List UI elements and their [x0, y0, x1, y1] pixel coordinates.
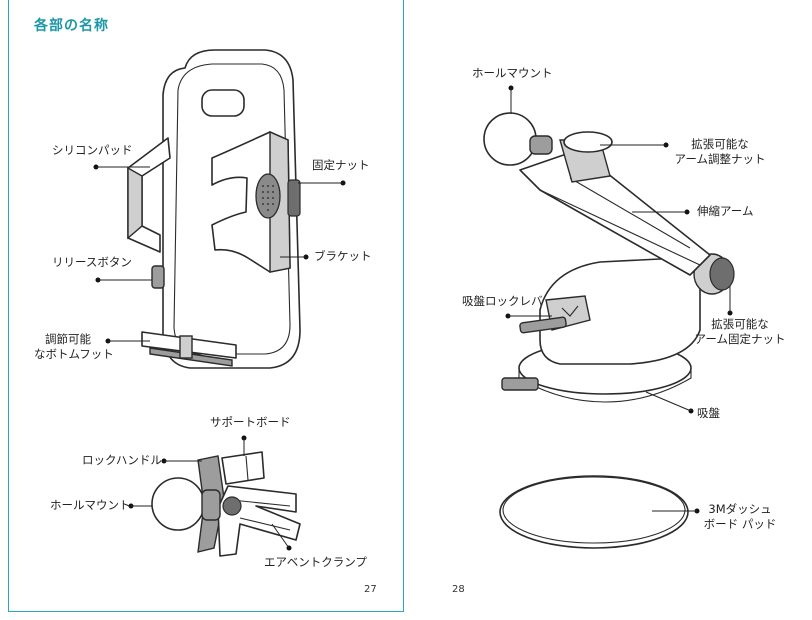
label-support-board: サポートボード [210, 415, 291, 430]
label-silicone-pad: シリコンパッド [52, 143, 133, 158]
label-extendable-arm-adjust-nut-line2: アーム調整ナット [668, 152, 772, 167]
label-lock-handle: ロックハンドル [82, 453, 162, 468]
label-extendable-arm-adjust-nut: 拡張可能な アーム調整ナット [668, 137, 772, 167]
page-number-right: 28 [452, 584, 465, 595]
label-extendable-arm-fixing-nut-line2: アーム固定ナット [688, 332, 792, 347]
label-telescopic-arm: 伸縮アーム [697, 204, 753, 219]
label-adjustable-bottom-foot-line2: なボトムフット [34, 347, 102, 362]
label-ball-mount-right: ホールマウント [472, 66, 553, 81]
label-extendable-arm-adjust-nut-line1: 拡張可能な [668, 137, 772, 152]
phone-holder-illustration [128, 50, 300, 368]
label-extendable-arm-fixing-nut: 拡張可能な アーム固定ナット [688, 317, 792, 347]
label-adjustable-bottom-foot-line1: 調節可能 [34, 332, 102, 347]
page-number-left: 27 [364, 584, 377, 595]
label-3m-dashboard-pad: 3Mダッシュ ボード パッド [702, 502, 778, 532]
label-3m-dashboard-pad-line2: ボード パッド [702, 517, 778, 532]
dashboard-pad-illustration [500, 476, 688, 548]
label-bracket: ブラケット [314, 249, 372, 264]
label-3m-dashboard-pad-line1: 3Mダッシュ [702, 502, 778, 517]
label-suction-cup: 吸盤 [697, 406, 720, 421]
label-fixing-nut: 固定ナット [312, 158, 370, 173]
label-extendable-arm-fixing-nut-line1: 拡張可能な [688, 317, 792, 332]
air-vent-clamp-illustration [152, 452, 300, 556]
label-adjustable-bottom-foot: 調節可能 なボトムフット [34, 332, 102, 362]
label-ball-mount-left: ホールマウント [50, 498, 131, 513]
label-release-button: リリースボタン [52, 255, 132, 270]
label-suction-lock-lever: 吸盤ロックレバ [462, 294, 543, 309]
label-air-vent-clamp: エアベントクランプ [264, 555, 367, 570]
